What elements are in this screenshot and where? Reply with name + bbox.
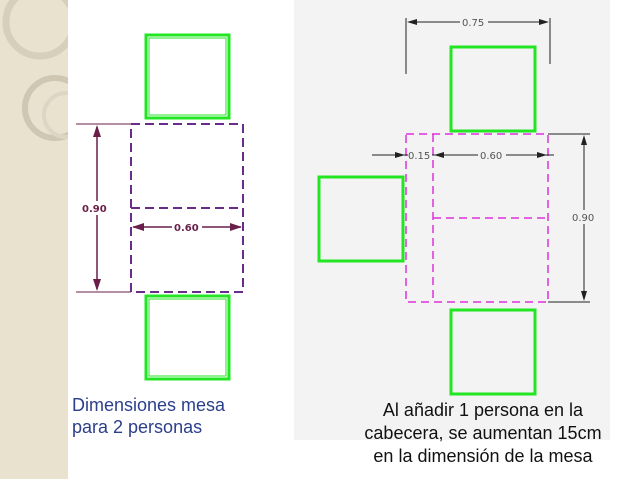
arrow-head-icon (581, 135, 587, 145)
right-caption-line-3: en la dimensión de la mesa (373, 446, 593, 466)
table-outline-right (405, 133, 549, 303)
chair-bottom-right (449, 308, 537, 396)
width-label-left: 0.60 (174, 223, 199, 234)
arrow-head-icon (434, 152, 444, 158)
arrow-head-icon (407, 19, 417, 25)
arrow-head-icon (395, 152, 405, 158)
chair-head-right (317, 175, 405, 263)
ring-ornament-icon (2, 0, 72, 141)
right-diagram-panel: 0.75 0.15 0.60 0.90 (294, 0, 610, 440)
height-label-left: 0.90 (82, 204, 107, 215)
chair-top-right (449, 45, 537, 133)
left-caption-line-2: para 2 personas (72, 417, 203, 437)
left-caption-line-1: Dimensiones mesa (72, 395, 226, 415)
arrow-head-icon (93, 125, 101, 137)
decorative-sidebar (0, 0, 72, 479)
arrow-head-icon (581, 291, 587, 301)
left-diagram-panel: 0.90 0.60 (68, 0, 294, 479)
right-caption-line-1: Al añadir 1 persona en la (382, 400, 584, 420)
arrow-head-icon (539, 19, 549, 25)
offset-label: 0.15 (408, 151, 430, 162)
width-label-right: 0.60 (480, 151, 502, 162)
chair-top-left (144, 33, 231, 120)
arrow-head-icon (132, 223, 144, 231)
chair-bottom-left (144, 294, 231, 381)
arrow-head-icon (93, 279, 101, 291)
right-caption: Al añadir 1 persona en la cabecera, se a… (338, 399, 628, 468)
height-label-right: 0.90 (572, 213, 594, 224)
arrow-head-icon (537, 152, 547, 158)
right-caption-line-2: cabecera, se aumentan 15cm (364, 423, 602, 443)
top-width-label: 0.75 (462, 18, 484, 29)
arrow-head-icon (230, 223, 242, 231)
left-caption: Dimensiones mesa para 2 personas (72, 394, 282, 438)
